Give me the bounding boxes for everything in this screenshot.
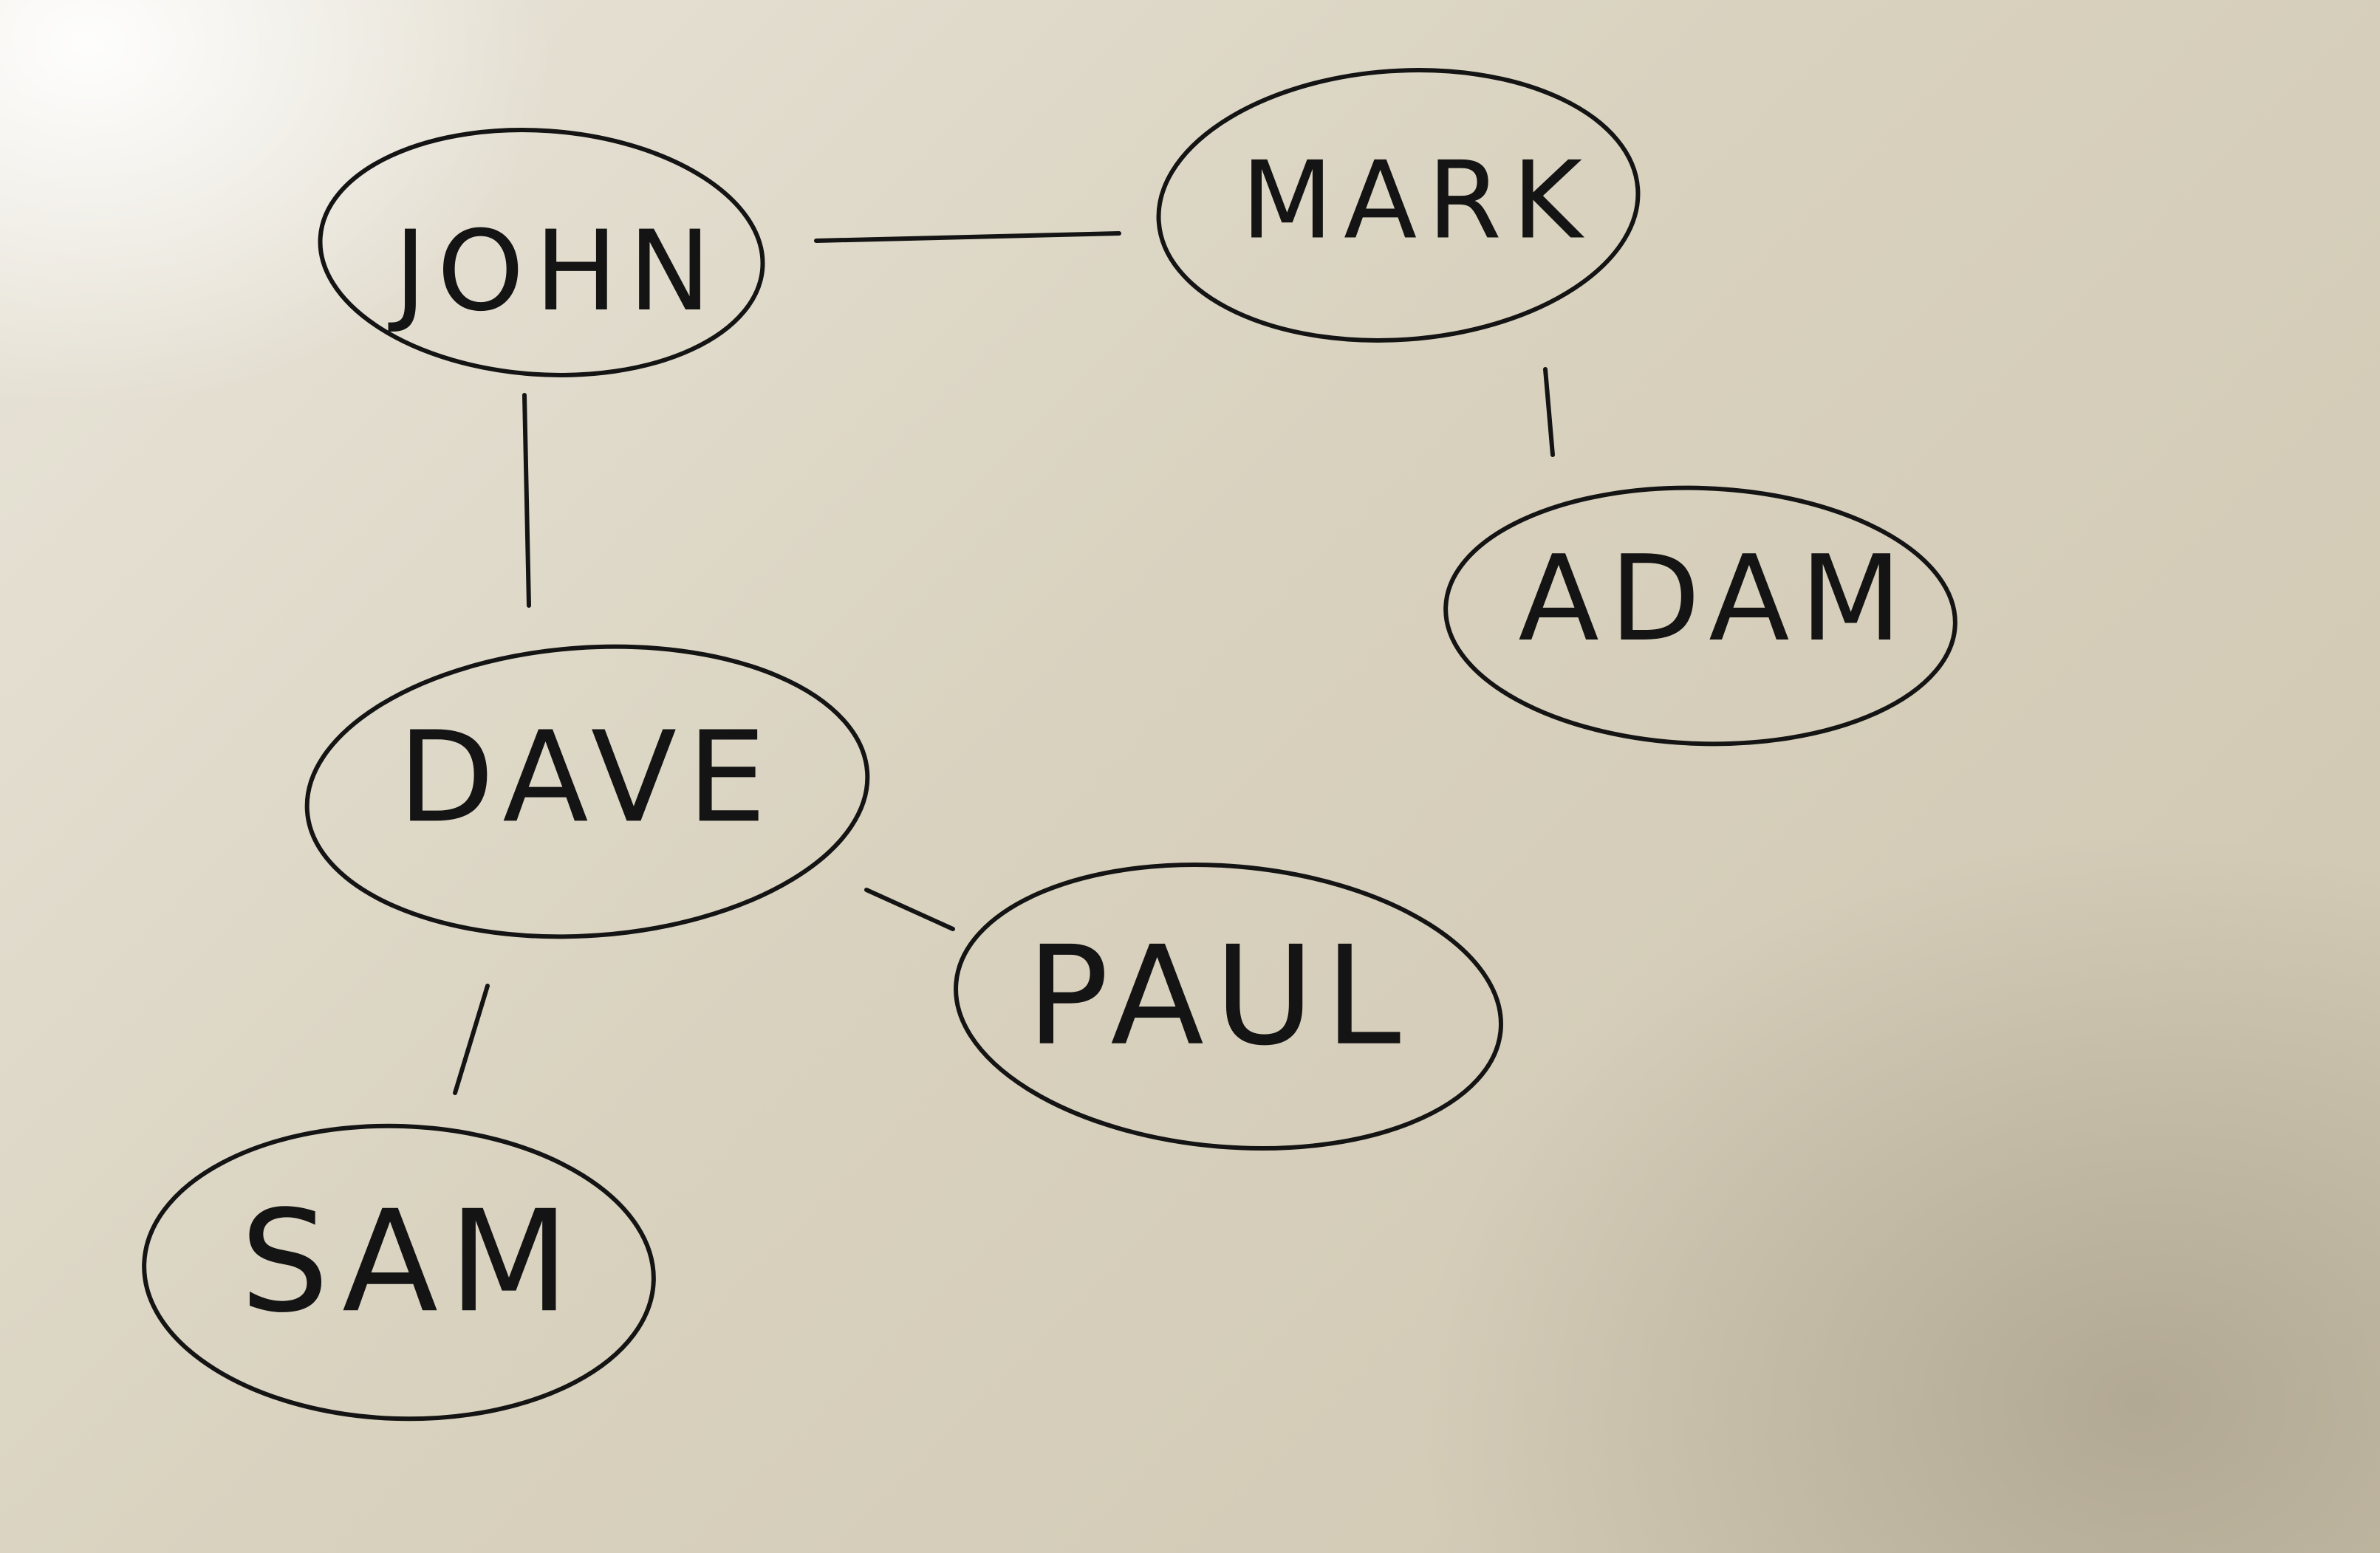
node-mark-label: MARK — [1241, 139, 1593, 264]
node-john-outline — [318, 128, 765, 377]
node-mark-outline — [1156, 68, 1641, 343]
edge-dave-paul — [864, 888, 955, 931]
edge-dave-sam — [453, 984, 490, 1095]
node-paul-label: PAUL — [1027, 916, 1412, 1076]
node-john-label: JOHN — [388, 208, 721, 336]
node-adam-label: ADAM — [1518, 529, 1912, 668]
node-adam-outline — [1443, 485, 1957, 747]
node-dave-outline — [304, 644, 870, 939]
node-dave[interactable]: DAVE — [297, 628, 877, 955]
node-dave-label: DAVE — [397, 704, 776, 851]
edge-john-dave — [522, 393, 531, 608]
edge-mark-adam — [1543, 367, 1555, 457]
node-sam-outline — [142, 1123, 656, 1422]
node-mark[interactable]: MARK — [1149, 55, 1647, 356]
node-paul-outline — [954, 862, 1503, 1151]
node-paul[interactable]: PAUL — [944, 843, 1513, 1170]
node-adam[interactable]: ADAM — [1441, 479, 1960, 752]
edge-john-mark — [814, 231, 1121, 243]
node-sam[interactable]: SAM — [139, 1117, 658, 1427]
node-john[interactable]: JOHN — [312, 115, 771, 389]
node-sam-label: SAM — [240, 1180, 580, 1343]
